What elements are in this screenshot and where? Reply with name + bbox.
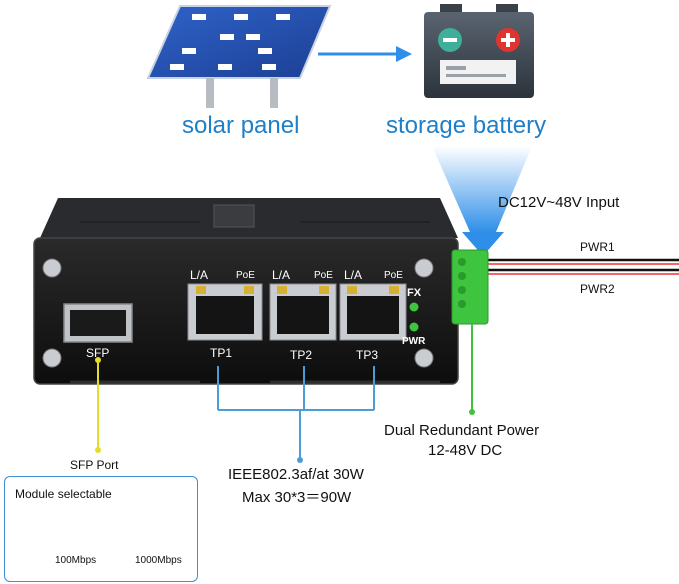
ieee-line1: IEEE802.3af/at 30W [228,466,364,483]
power-terminal-block [451,249,489,325]
rj45-port-tp3 [339,283,407,341]
tp1-la-label: L/A [190,268,209,282]
module-100mbps-label: 100Mbps [55,555,97,566]
pwr-led [409,322,419,332]
solar-panel-icon [146,5,332,108]
tp1-poe-label: PoE [236,270,255,281]
tp2-poe-label: PoE [314,270,333,281]
rj45-port-tp2 [269,283,337,341]
tp3-la-label: L/A [344,268,363,282]
fx-label: FX [407,287,422,299]
arrow-right-icon [318,46,412,62]
solar-panel-label: solar panel [182,112,300,139]
rj45-port-tp1 [187,283,263,341]
pwr2-label: PWR2 [580,282,615,296]
poe-callout-line [217,366,375,460]
module-box-title: Module selectable [15,487,112,501]
switch-device [33,198,459,385]
ieee-line2: Max 30*3＝90W [242,489,352,506]
battery-icon [424,4,534,98]
tp2-la-label: L/A [272,268,291,282]
input-voltage-label: DC12V~48V Input [498,194,620,211]
tp2-label: TP2 [290,348,313,362]
dual-power-line1: Dual Redundant Power [384,422,540,439]
tp1-label: TP1 [210,346,233,360]
dual-power-line2: 12-48V DC [428,442,503,459]
sfp-callout-line [95,357,101,453]
power-wires [486,258,679,275]
module-1000mbps-label: 1000Mbps [135,555,182,566]
power-callout-line [469,324,475,415]
tp3-poe-label: PoE [384,270,403,281]
pwr1-label: PWR1 [580,240,615,254]
sfp-slot-label: SFP [86,346,110,360]
tp3-label: TP3 [356,348,379,362]
pwr-led-label: PWR [402,336,426,347]
module-selectable-box: Module selectable 100Mbps 1000Mbps [4,476,198,582]
sfp-port-label: SFP Port [70,458,119,472]
input-funnel-arrow [432,146,532,256]
storage-battery-label: storage battery [386,112,547,139]
fx-led [409,302,419,312]
